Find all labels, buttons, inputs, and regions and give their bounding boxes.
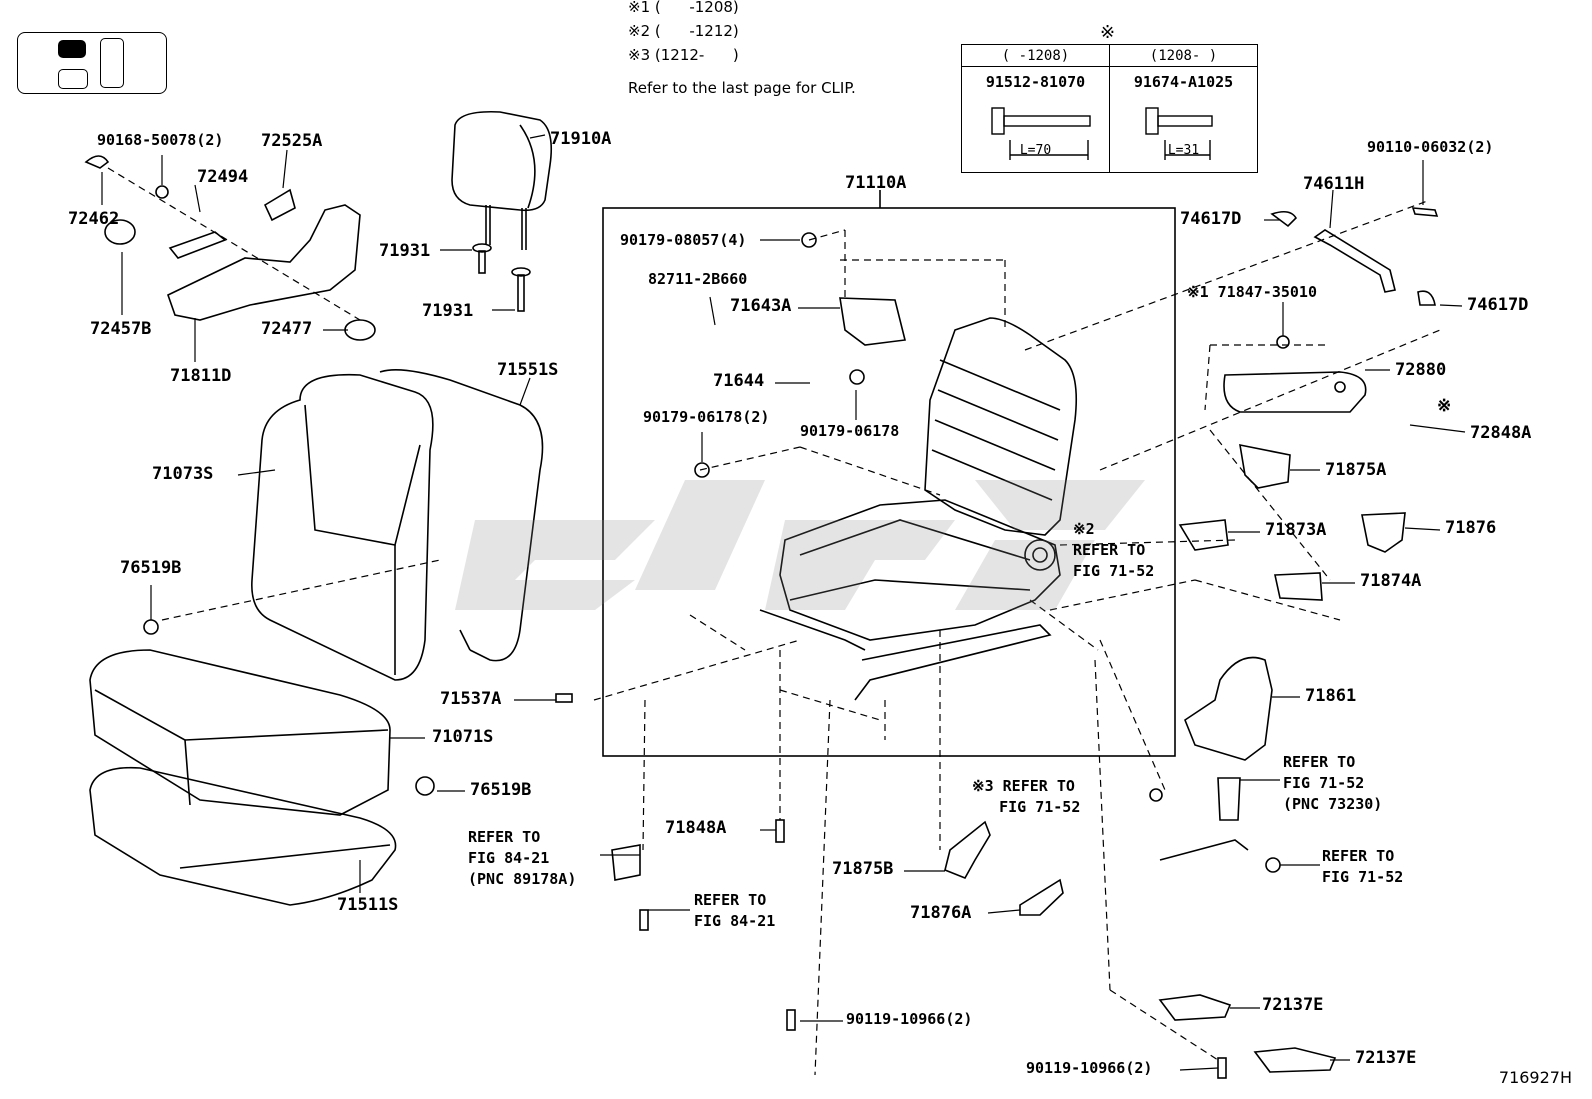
- part-label[interactable]: 71537A: [440, 689, 502, 709]
- part-label[interactable]: 71073S: [152, 464, 214, 484]
- headrest-drawing: [451, 110, 553, 250]
- part-label[interactable]: ※1 71847-35010: [1187, 283, 1317, 301]
- part-label[interactable]: 90168-50078(2): [97, 131, 224, 149]
- part-label[interactable]: 90179-08057(4): [620, 231, 747, 249]
- part-label[interactable]: 72494: [197, 167, 249, 187]
- assist-handle-drawing: [1270, 207, 1439, 306]
- note-line-2: ※2 ( -1212): [628, 22, 739, 40]
- part-label[interactable]: 71875A: [1325, 460, 1387, 480]
- part-label[interactable]: 71861: [1305, 686, 1357, 706]
- seat-frame-group-box: [602, 207, 1176, 757]
- lower-cover-drawing: [944, 820, 1337, 1073]
- part-label[interactable]: 72462: [68, 209, 120, 229]
- part-label[interactable]: 76519B: [120, 558, 182, 578]
- seat-position-thumbnail: [17, 32, 167, 94]
- spec-range-left: ( -1208): [961, 44, 1110, 67]
- reference-note: ※2 REFER TO FIG 71-52: [1073, 520, 1155, 580]
- part-label[interactable]: 71811D: [170, 366, 232, 386]
- part-label[interactable]: 72137E: [1355, 1048, 1417, 1068]
- reference-note: REFER TO FIG 71-52 (PNC 73230): [1283, 753, 1383, 813]
- part-label[interactable]: 90119-10966(2): [1026, 1059, 1153, 1077]
- seat-indicator: [58, 69, 88, 89]
- reference-note: REFER TO FIG 84-21 (PNC 89178A): [468, 828, 577, 888]
- part-label[interactable]: 71875B: [832, 859, 894, 879]
- spec-table-marker: ※: [1100, 22, 1116, 43]
- seat-back-cover-drawing: [251, 368, 544, 681]
- part-label[interactable]: 90119-10966(2): [846, 1010, 973, 1028]
- part-label[interactable]: 71931: [422, 301, 474, 321]
- part-label[interactable]: 90179-06178(2): [643, 408, 770, 426]
- spec-length-right: L=31: [1167, 143, 1200, 158]
- reference-note: ※3 REFER TO FIG 71-52: [972, 777, 1081, 816]
- part-label[interactable]: 72880: [1395, 360, 1447, 380]
- part-label[interactable]: 71874A: [1360, 571, 1422, 591]
- selected-seat-indicator: [58, 40, 86, 58]
- part-label[interactable]: 90179-06178: [800, 422, 900, 440]
- reference-note: REFER TO FIG 84-21: [694, 891, 776, 930]
- seat-shield-drawing: [1184, 656, 1273, 761]
- fastener-drawing: [143, 232, 1227, 1079]
- part-label[interactable]: 71551S: [497, 360, 559, 380]
- part-label[interactable]: 72848A: [1470, 423, 1532, 443]
- part-label[interactable]: 71643A: [730, 296, 792, 316]
- spec-cell-right: 91674-A1025 L=31: [1109, 66, 1258, 173]
- part-label[interactable]: 71931: [379, 241, 431, 261]
- spec-part-left: 91512-81070: [985, 73, 1086, 91]
- part-label[interactable]: 76519B: [470, 780, 532, 800]
- seat-frame-drawing: [759, 317, 1078, 701]
- part-label[interactable]: ※: [1437, 396, 1452, 416]
- side-bracket-drawing: [1178, 443, 1406, 601]
- reference-note: REFER TO FIG 71-52: [1322, 847, 1404, 886]
- part-label[interactable]: 74611H: [1303, 174, 1365, 194]
- bolt-spec-table: ( -1208) (1208- ) 91512-81070 L=70 91674…: [961, 44, 1258, 173]
- spec-range-right: (1208- ): [1109, 44, 1258, 67]
- part-label[interactable]: 74617D: [1467, 295, 1529, 315]
- part-label[interactable]: 71876: [1445, 518, 1497, 538]
- part-label[interactable]: 71910A: [550, 129, 612, 149]
- part-label[interactable]: 71873A: [1265, 520, 1327, 540]
- spec-part-right: 91674-A1025: [1133, 73, 1234, 91]
- part-label[interactable]: 72457B: [90, 319, 152, 339]
- part-label[interactable]: 72137E: [1262, 995, 1324, 1015]
- spec-cell-left: 91512-81070 L=70: [961, 66, 1110, 173]
- part-label[interactable]: 71071S: [432, 727, 494, 747]
- part-label[interactable]: 71110A: [845, 173, 907, 193]
- part-label[interactable]: 71511S: [337, 895, 399, 915]
- watermark-logo: [455, 480, 1145, 610]
- armrest-drawing: [1223, 335, 1367, 413]
- leader-lines: [101, 134, 1466, 1071]
- part-label[interactable]: 72477: [261, 319, 313, 339]
- note-line-3: ※3 (1212- ): [628, 46, 739, 64]
- part-label[interactable]: 90110-06032(2): [1367, 138, 1494, 156]
- seat-indicator: [100, 38, 124, 88]
- part-label[interactable]: 82711-2B660: [648, 270, 748, 288]
- part-label[interactable]: 71848A: [665, 818, 727, 838]
- clip-note: Refer to the last page for CLIP.: [628, 79, 856, 97]
- figure-id: 716927H: [1498, 1068, 1572, 1087]
- spec-length-left: L=70: [1019, 143, 1052, 158]
- part-label[interactable]: 71876A: [910, 903, 972, 923]
- part-label[interactable]: 74617D: [1180, 209, 1242, 229]
- note-line-1: ※1 ( -1208): [628, 0, 739, 16]
- seat-cushion-cover-drawing: [89, 649, 397, 906]
- part-label[interactable]: 72525A: [261, 131, 323, 151]
- seat-belt-buckle-drawing: [1149, 777, 1281, 873]
- recliner-cover-drawing: [84, 155, 376, 341]
- assembly-dashed-lines: [107, 167, 1441, 1076]
- headrest-guide-drawing: [472, 243, 531, 312]
- part-label[interactable]: 71644: [713, 371, 765, 391]
